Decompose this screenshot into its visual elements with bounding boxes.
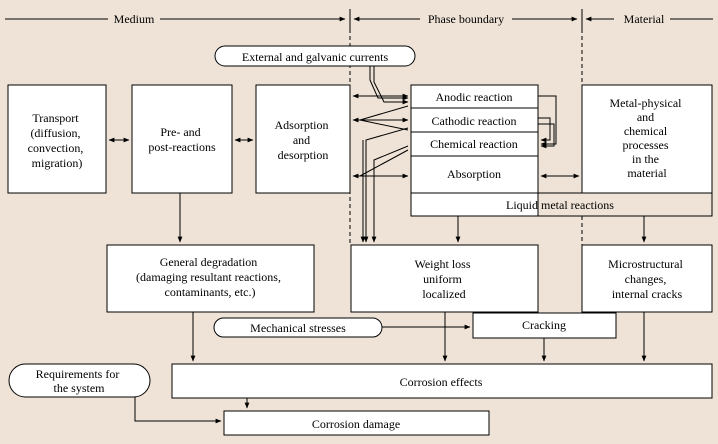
header-phase-boundary-label: Phase boundary [428, 12, 504, 26]
pre-post-reactions-box [131, 84, 233, 194]
microstructural-box [581, 244, 713, 313]
external-currents-pill [214, 45, 416, 67]
external-currents-label: External and galvanic currents [242, 50, 389, 64]
anodic-reaction-label: Anodic reaction [436, 90, 513, 104]
pre-post-reactions-label: Pre- and post-reactions [148, 125, 216, 154]
corrosion-effects-label: Corrosion effects [400, 375, 483, 389]
header-material-label: Material [624, 12, 665, 26]
header-medium-label: Medium [114, 12, 155, 26]
liquid-metal-reactions-box [410, 192, 713, 217]
adsorption-box [255, 84, 351, 194]
absorption-label: Absorption [447, 167, 501, 181]
transport-label: Transport (diffusion, convection, migrat… [28, 111, 87, 170]
requirements-pill [8, 363, 151, 398]
mechanical-stresses-label: Mechanical stresses [250, 321, 346, 335]
phase-boundary-reactions-box [410, 84, 539, 217]
general-degradation-box [106, 244, 315, 313]
cracking-label: Cracking [522, 318, 566, 332]
requirements-label: Requirements for the system [36, 367, 123, 395]
corrosion-damage-label: Corrosion damage [312, 417, 400, 431]
cathodic-reaction-label: Cathodic reaction [432, 114, 517, 128]
header-bar: Medium Phase boundary Material [5, 9, 713, 29]
metal-physical-label: Metal-physical and chemical processes in… [610, 96, 685, 180]
weight-loss-box [350, 244, 539, 313]
weight-loss-label: Weight loss uniform localized [414, 257, 473, 301]
cracking-box [472, 312, 617, 339]
chemical-reaction-label: Chemical reaction [430, 137, 518, 151]
adsorption-label: Adsorption and desorption [275, 118, 332, 162]
general-degradation-label: General degradation (damaging resultant … [136, 255, 284, 299]
corrosion-damage-box [223, 410, 490, 436]
connectors [108, 66, 647, 424]
corrosion-effects-box [171, 363, 713, 399]
transport-box [7, 84, 107, 194]
liquid-metal-reactions-label: Liquid metal reactions [506, 198, 614, 212]
microstructural-label: Microstructural changes, internal cracks [608, 257, 686, 301]
